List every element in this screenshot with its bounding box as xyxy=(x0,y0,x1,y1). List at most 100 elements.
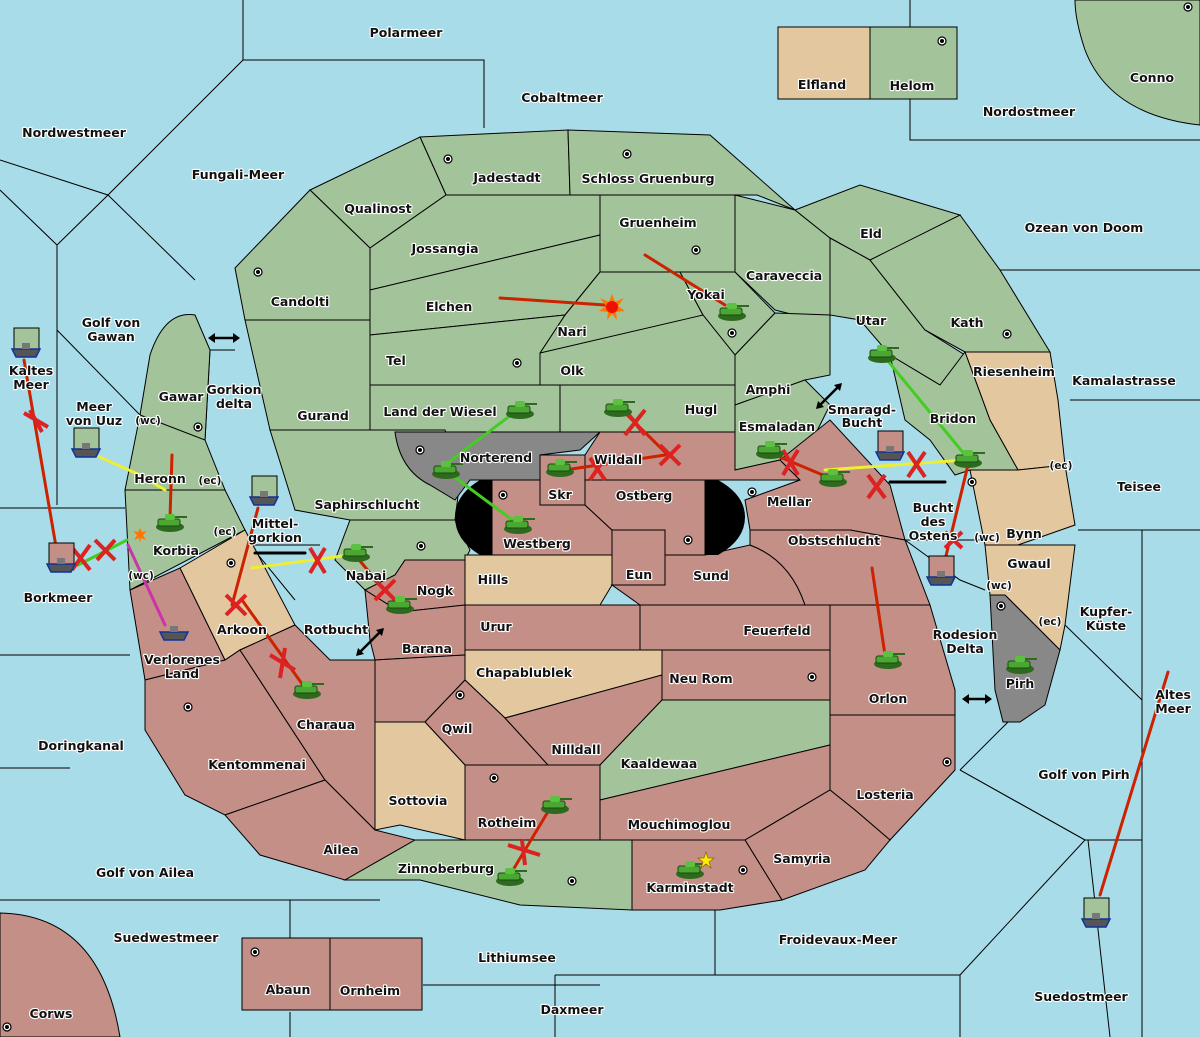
double-arrow-icon xyxy=(208,333,240,343)
failed-markers xyxy=(22,408,964,866)
move-arrow xyxy=(508,803,554,877)
label-saphir: Saphirschlucht xyxy=(315,497,420,512)
double-arrow-icon xyxy=(962,694,992,704)
label-esmaladan: Esmaladan xyxy=(739,419,815,434)
fleet-icon xyxy=(10,327,42,358)
label-smaragd2: Bucht xyxy=(842,415,883,430)
label-suedostmeer: Suedostmeer xyxy=(1034,989,1128,1004)
label-pirh: Pirh xyxy=(1006,676,1035,691)
province-gruenheim[interactable] xyxy=(599,194,736,273)
label-kamala: Kamalastrasse xyxy=(1072,373,1176,388)
label-sottovia: Sottovia xyxy=(389,793,448,808)
supply-center-icon xyxy=(512,358,522,368)
label-bucht3: Ostens xyxy=(909,528,958,543)
army-icon xyxy=(874,651,905,669)
label-uuz1: Meer xyxy=(76,399,112,414)
province-zinnoberburg[interactable] xyxy=(343,839,633,911)
label-urur: Urur xyxy=(480,619,512,634)
failed-x xyxy=(507,839,541,866)
province-ornheim[interactable] xyxy=(329,937,423,1011)
supply-center-icon xyxy=(226,558,236,568)
impassable-east xyxy=(705,480,745,555)
province-conno[interactable] xyxy=(1074,0,1200,126)
label-orlon: Orlon xyxy=(869,691,908,706)
label-ailea: Ailea xyxy=(323,842,358,857)
army-icon xyxy=(342,544,373,562)
province-elfland[interactable] xyxy=(777,26,871,100)
label-hills: Hills xyxy=(478,572,509,587)
army-icon xyxy=(954,450,985,468)
supply-center-icon xyxy=(622,149,632,159)
label-coast-ec: (ec) xyxy=(214,526,237,538)
label-ostberg: Ostberg xyxy=(616,488,673,503)
label-kaltes2: Meer xyxy=(13,377,49,392)
label-gawan1: Golf von xyxy=(82,315,141,330)
label-losteria: Losteria xyxy=(856,787,913,802)
label-amphi: Amphi xyxy=(746,382,791,397)
move-arrow xyxy=(563,453,667,472)
label-rodesion2: Delta xyxy=(946,641,984,656)
label-verl2: Land xyxy=(165,666,199,681)
border-line xyxy=(904,539,986,591)
label-ozean: Ozean von Doom xyxy=(1025,220,1144,235)
border-line xyxy=(107,194,196,281)
label-gorkion1: Gorkion xyxy=(206,382,261,397)
label-kaaldewaa: Kaaldewaa xyxy=(621,756,698,771)
label-arkoon: Arkoon xyxy=(217,622,267,637)
label-mouchi: Mouchimoglou xyxy=(628,817,731,832)
label-corws: Corws xyxy=(30,1006,73,1021)
label-kath: Kath xyxy=(951,315,984,330)
fleet-icon xyxy=(45,542,77,573)
support-line xyxy=(443,468,517,524)
supply-center-icon xyxy=(942,757,952,767)
label-korbia: Korbia xyxy=(153,543,199,558)
label-bynn: Bynn xyxy=(1006,526,1041,541)
label-polarmeer: Polarmeer xyxy=(370,25,444,40)
border-line xyxy=(0,0,244,196)
label-lithiumsee: Lithiumsee xyxy=(478,950,556,965)
province-obstschlucht[interactable] xyxy=(749,529,931,606)
label-nabai: Nabai xyxy=(346,568,387,583)
province-candolti[interactable] xyxy=(234,189,371,321)
label-coast-ec: (ec) xyxy=(1050,460,1073,472)
fleet-icon xyxy=(1080,897,1112,928)
province-corws[interactable] xyxy=(0,912,121,1037)
label-rotheim: Rotheim xyxy=(478,815,537,830)
dislodge-burst-icon xyxy=(133,528,147,543)
label-wiesel: Land der Wiesel xyxy=(383,404,496,419)
province-jadestadt[interactable] xyxy=(419,129,571,196)
army-icon xyxy=(1006,656,1037,674)
failed-x xyxy=(866,473,887,500)
label-sund: Sund xyxy=(693,568,729,583)
label-gurand: Gurand xyxy=(297,408,349,423)
support-line xyxy=(881,353,967,457)
label-charaua: Charaua xyxy=(297,717,355,732)
label-qwil: Qwil xyxy=(442,721,473,736)
label-utar: Utar xyxy=(856,313,888,328)
label-chapa: Chapablublek xyxy=(476,665,573,680)
label-wildall: Wildall xyxy=(594,452,642,467)
army-icon xyxy=(432,461,463,479)
failed-x xyxy=(658,443,682,467)
label-teisee: Teisee xyxy=(1117,479,1161,494)
build-star-icon xyxy=(697,850,715,870)
supply-center-icon xyxy=(683,535,693,545)
label-feuerfeld: Feuerfeld xyxy=(743,623,810,638)
label-obst: Obstschlucht xyxy=(788,533,880,548)
units-layer xyxy=(133,294,1037,886)
label-elfland: Elfland xyxy=(798,77,846,92)
label-altes1: Altes xyxy=(1155,687,1191,702)
label-froidevaux: Froidevaux-Meer xyxy=(779,932,898,947)
supply-center-icon xyxy=(1183,2,1193,12)
label-fungali: Fungali-Meer xyxy=(192,167,285,182)
supply-center-icon xyxy=(2,1022,12,1032)
move-arrow xyxy=(230,506,260,607)
label-cobaltmeer: Cobaltmeer xyxy=(521,90,603,105)
army-icon xyxy=(604,399,635,417)
move-arrow xyxy=(643,253,727,307)
border-line xyxy=(1064,624,1143,701)
supply-center-icon xyxy=(183,702,193,712)
label-samyria: Samyria xyxy=(773,851,831,866)
